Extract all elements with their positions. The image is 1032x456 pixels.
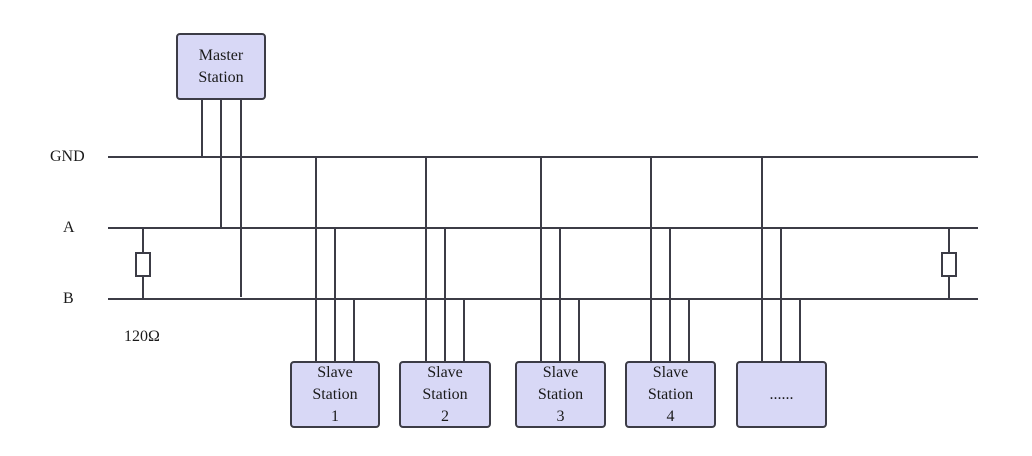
right-resistor: [941, 252, 957, 277]
slave-station-3-line3: 3: [556, 407, 565, 425]
slave-station-more-box: ......: [736, 361, 827, 428]
slave-station-3-box: Slave Station 3: [515, 361, 606, 428]
resistor-value-label: 120Ω: [124, 328, 160, 345]
a-label: A: [63, 219, 75, 236]
slave-station-3-line1: Slave: [542, 363, 579, 381]
slave-station-more-line2: ......: [769, 385, 794, 403]
slave-station-2-line3: 2: [441, 407, 449, 425]
b-label: B: [63, 290, 74, 307]
gnd-label: GND: [50, 148, 85, 165]
slave-station-2-box: Slave Station 2: [399, 361, 491, 428]
slave-station-4-line3: 4: [666, 407, 675, 425]
slave-station-4-line2: Station: [647, 385, 694, 403]
slave-station-1-box: Slave Station 1: [290, 361, 380, 428]
slave-station-1-line2: Station: [312, 385, 358, 403]
slave-station-4-line1: Slave: [652, 363, 689, 381]
slave-station-4-box: Slave Station 4: [625, 361, 716, 428]
slave-station-1-line1: Slave: [317, 363, 353, 381]
slave-station-3-line2: Station: [537, 385, 584, 403]
slave-station-2-line2: Station: [422, 385, 468, 403]
master-station-box: Master Station: [176, 33, 266, 100]
master-station-line2: Station: [198, 68, 244, 86]
master-station-line1: Master: [198, 46, 244, 64]
slave-station-2-line1: Slave: [427, 363, 463, 381]
left-resistor: [135, 252, 151, 277]
slave-station-1-line3: 1: [331, 407, 339, 425]
